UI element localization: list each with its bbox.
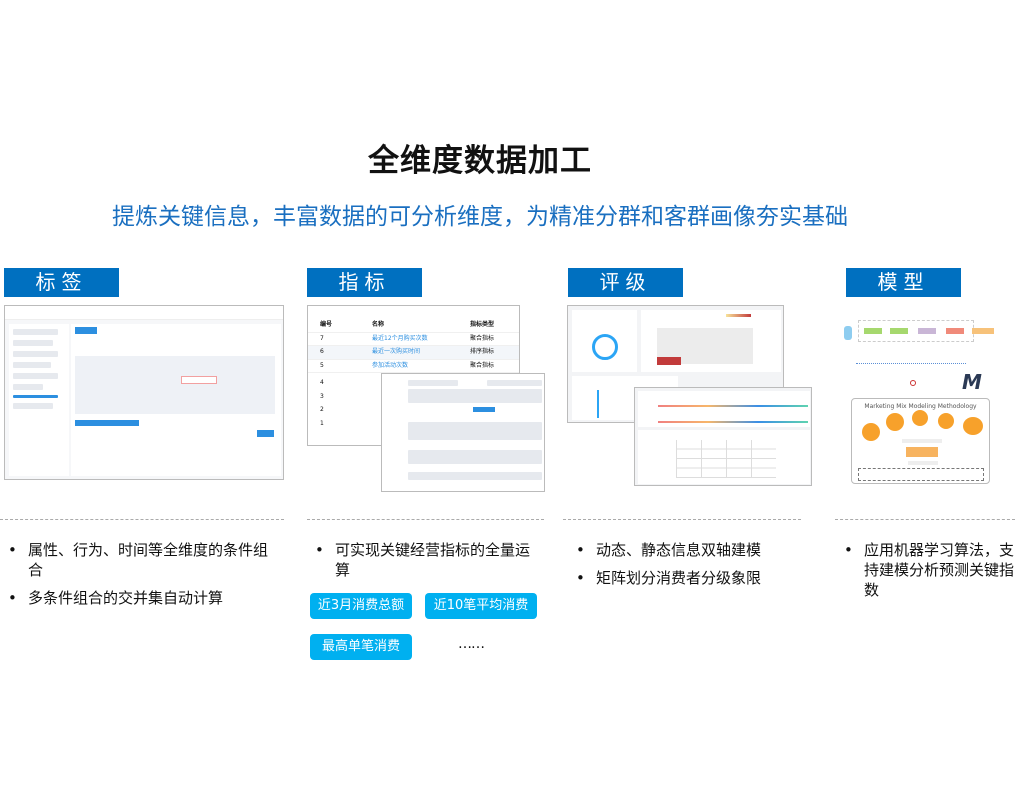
cell: 最近一次购买时间 bbox=[372, 348, 421, 356]
col-header: 指标类型 bbox=[470, 321, 495, 329]
cell: 3 bbox=[320, 392, 324, 400]
cell: 5 bbox=[320, 361, 324, 369]
divider bbox=[0, 519, 284, 520]
section-header-rating: 评级 bbox=[568, 268, 683, 297]
metrics-row-ids: 4 3 2 1 bbox=[308, 376, 380, 430]
metric-chip: 最高单笔消费 bbox=[310, 634, 412, 660]
col-header: 名称 bbox=[372, 321, 385, 329]
bullet-item: 矩阵划分消费者分级象限 bbox=[576, 568, 806, 588]
m-logo-icon: M bbox=[962, 370, 982, 394]
cell: 6 bbox=[320, 348, 324, 356]
section-header-metrics: 指标 bbox=[307, 268, 422, 297]
marketing-mix-diagram: Marketing Mix Modeling Methodology bbox=[851, 398, 990, 484]
metrics-bullets: 可实现关键经营指标的全量运算 bbox=[315, 540, 530, 588]
tags-bullets: 属性、行为、时间等全维度的条件组合 多条件组合的交并集自动计算 bbox=[8, 540, 278, 616]
rating-dashboard-screenshot bbox=[567, 305, 784, 423]
cell: 2 bbox=[320, 406, 324, 413]
section-header-tags: 标签 bbox=[4, 268, 119, 297]
cell: 排序指标 bbox=[470, 348, 495, 356]
cell: 最近12个月购买次数 bbox=[372, 334, 428, 342]
cell: 聚合指标 bbox=[470, 334, 495, 342]
rating-bullets: 动态、静态信息双轴建模 矩阵划分消费者分级象限 bbox=[576, 540, 806, 596]
page-title: 全维度数据加工 bbox=[368, 143, 592, 179]
cell: 7 bbox=[320, 334, 324, 342]
divider bbox=[307, 519, 544, 520]
cell: 1 bbox=[320, 419, 324, 427]
section-header-model: 模型 bbox=[846, 268, 961, 297]
metrics-form-screenshot bbox=[381, 373, 545, 492]
ellipsis: …… bbox=[458, 636, 485, 652]
model-bullets: 应用机器学习算法，支持建模分析预测关键指数 bbox=[844, 540, 1014, 608]
page-subtitle: 提炼关键信息，丰富数据的可分析维度，为精准分群和客群画像夯实基础 bbox=[112, 204, 848, 230]
metric-chip: 近10笔平均消费 bbox=[425, 593, 537, 619]
cell: 参加活动次数 bbox=[372, 361, 409, 369]
col-header: 编号 bbox=[320, 321, 333, 329]
tags-screenshot bbox=[4, 305, 284, 480]
diagram-title: Marketing Mix Modeling Methodology bbox=[864, 403, 977, 410]
spark-pipeline-diagram: M bbox=[836, 318, 1001, 394]
divider bbox=[563, 519, 801, 520]
cell: 4 bbox=[320, 379, 324, 386]
divider bbox=[835, 519, 1015, 520]
bullet-item: 动态、静态信息双轴建模 bbox=[576, 540, 806, 560]
bullet-item: 多条件组合的交并集自动计算 bbox=[8, 588, 278, 608]
bullet-item: 属性、行为、时间等全维度的条件组合 bbox=[8, 540, 278, 580]
metric-chip: 近3月消费总额 bbox=[310, 593, 412, 619]
rating-matrix-screenshot bbox=[634, 387, 812, 486]
bullet-item: 应用机器学习算法，支持建模分析预测关键指数 bbox=[844, 540, 1014, 600]
cell: 聚合指标 bbox=[470, 361, 495, 369]
bullet-item: 可实现关键经营指标的全量运算 bbox=[315, 540, 530, 580]
